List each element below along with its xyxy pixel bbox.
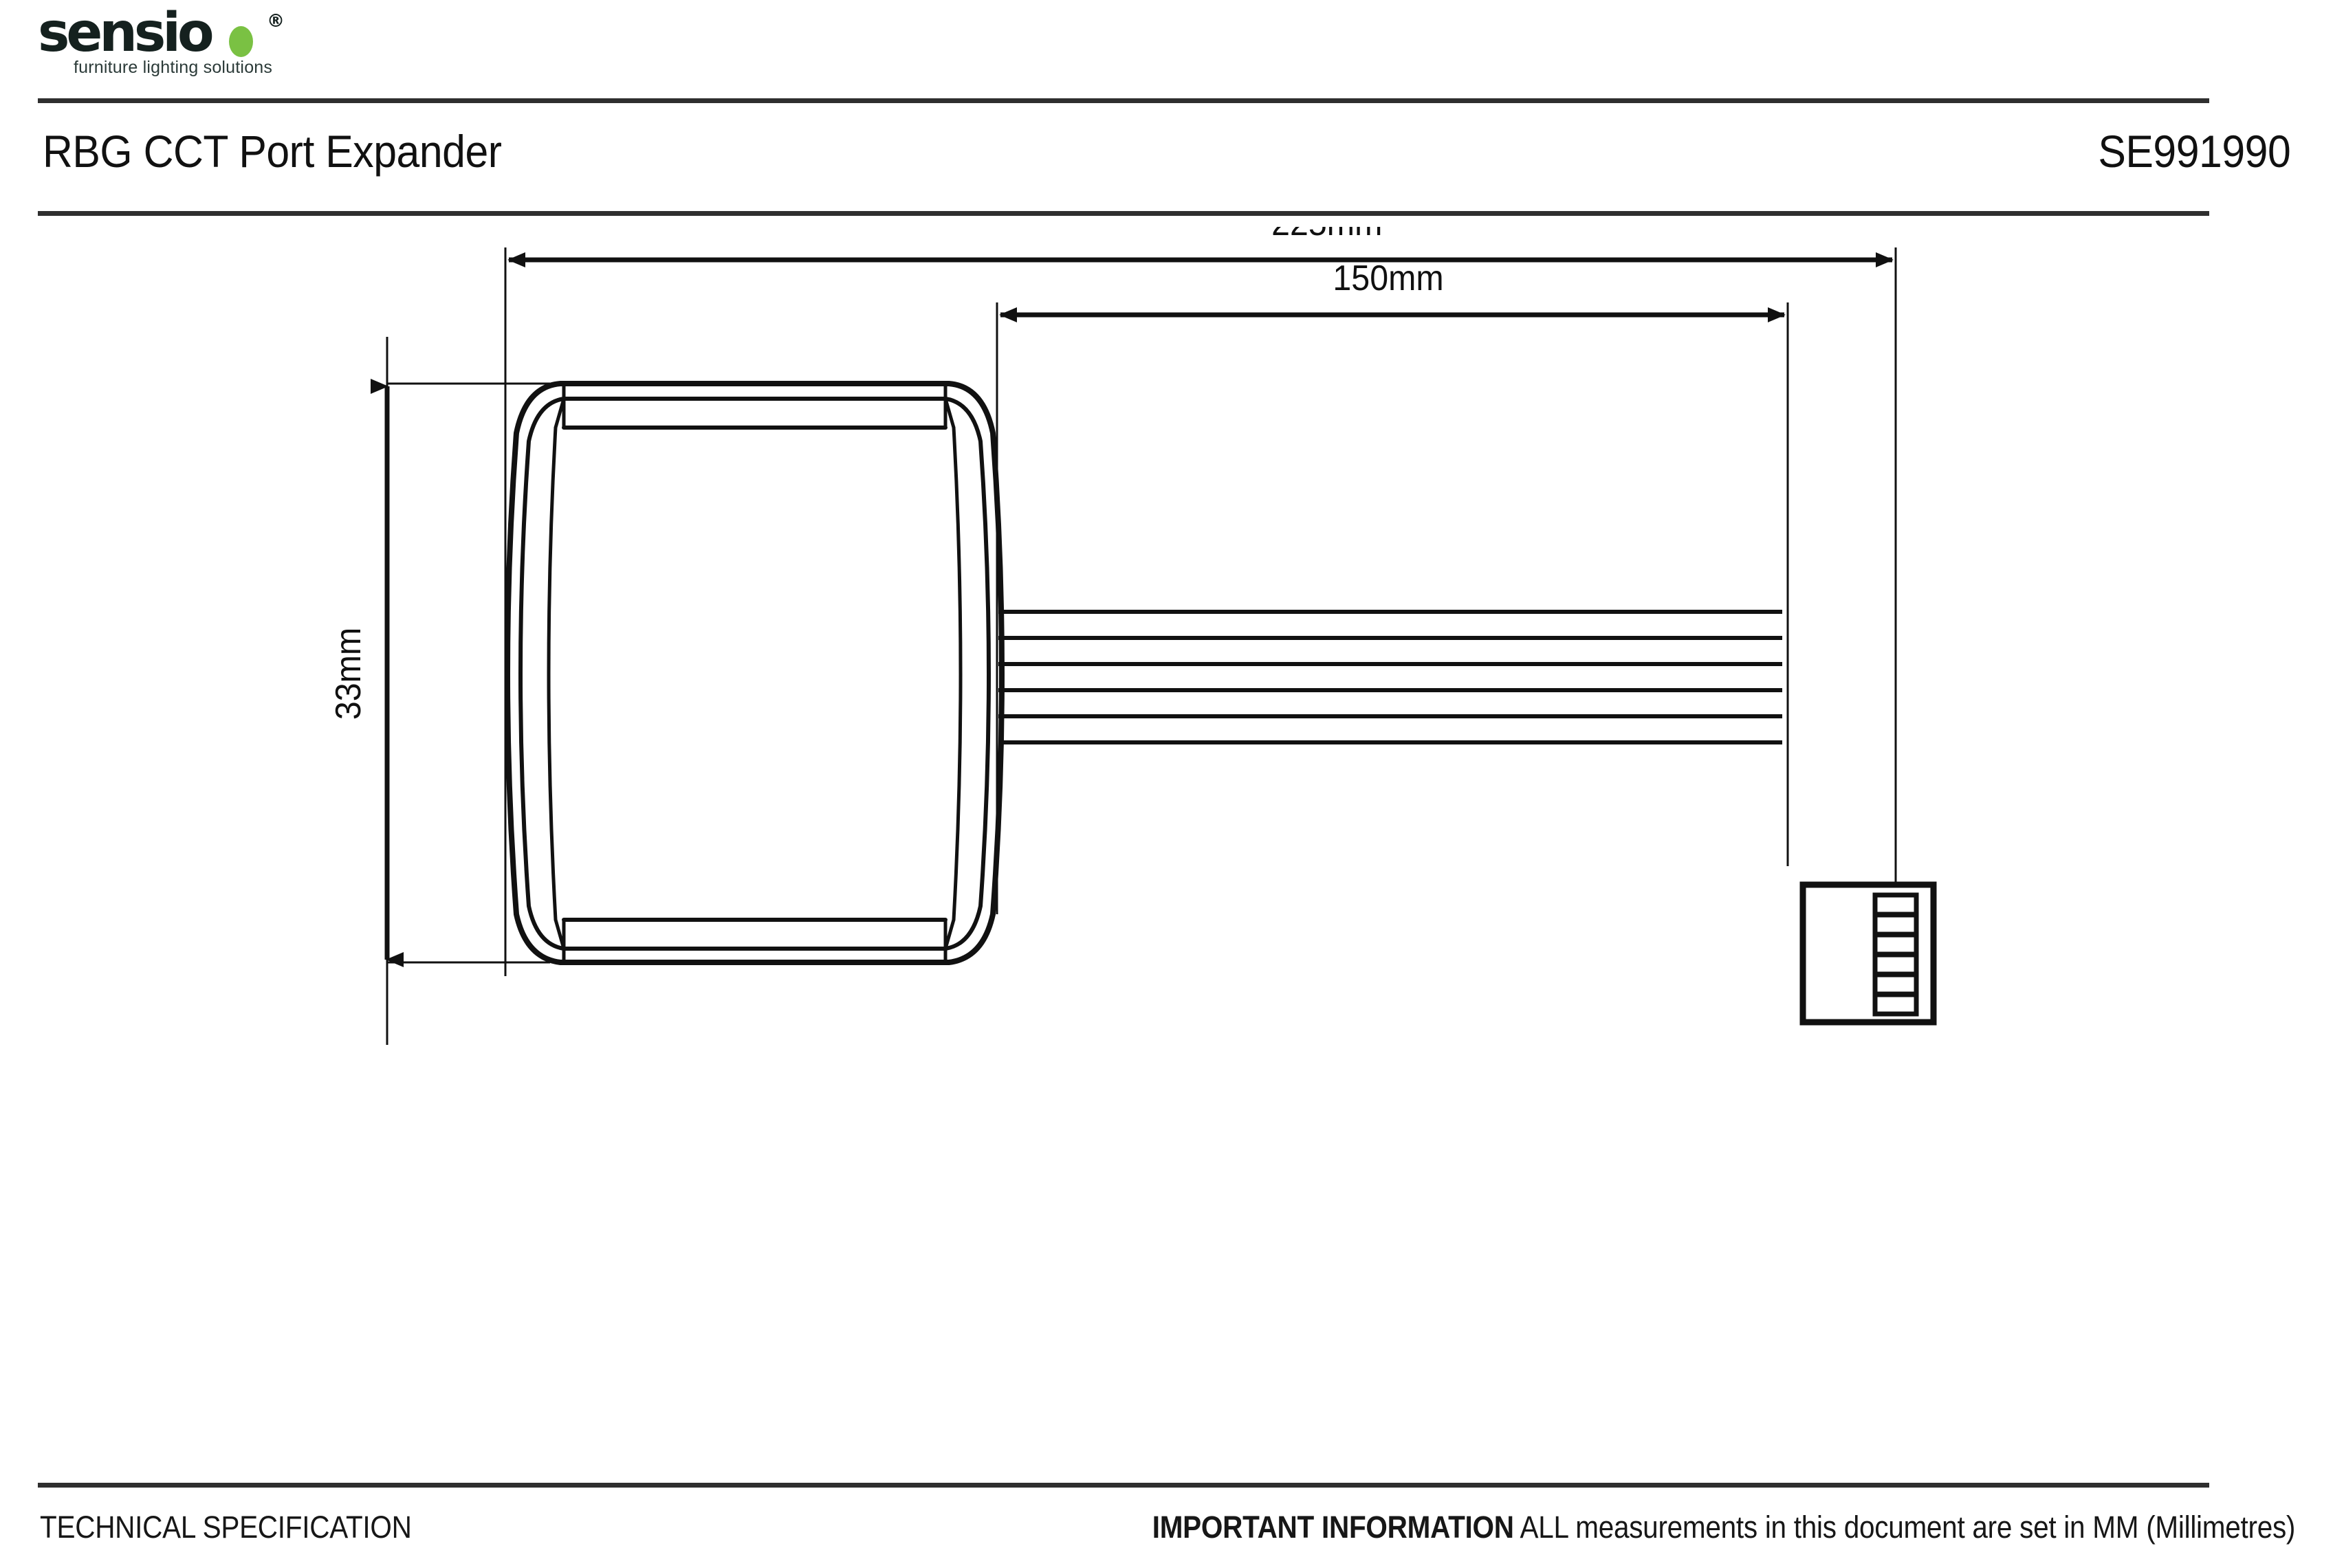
registered-trademark-icon: ® xyxy=(267,11,285,32)
body-inner-outline xyxy=(518,397,991,951)
connector-pin-1 xyxy=(1872,892,1919,917)
dimension-body-width: 33mm xyxy=(328,379,404,967)
connector-pin-4 xyxy=(1872,952,1919,977)
dimension-cable-length: 150mm xyxy=(999,258,1786,322)
body-right-face-line xyxy=(952,426,963,922)
dimension-label-body-width: 33mm xyxy=(328,628,368,720)
dimension-label-cable-length: 150mm xyxy=(1333,258,1443,298)
module-body xyxy=(505,381,1005,965)
footer-notice-heading: IMPORTANT INFORMATION xyxy=(1152,1510,1514,1545)
connector-pin-6 xyxy=(1872,992,1919,1017)
footer-doc-type: TECHNICAL SPECIFICATION xyxy=(40,1510,412,1545)
footer-divider xyxy=(38,1483,2209,1488)
connector-pin-3 xyxy=(1872,932,1919,957)
body-left-face-line xyxy=(547,426,558,922)
brand-dot-icon xyxy=(229,26,253,57)
brand-tagline: furniture lighting solutions xyxy=(74,58,273,77)
body-outer-outline xyxy=(505,381,1005,965)
page-title: RBG CCT Port Expander xyxy=(43,126,502,177)
brand-logo: sensio ® furniture lighting solutions xyxy=(38,5,327,88)
connector-block xyxy=(1799,881,1937,1026)
drawing-canvas: 225mm 150mm 33mm xyxy=(328,203,1937,1045)
ribbon-cable xyxy=(998,610,1782,744)
brand-wordmark: sensio xyxy=(38,2,215,64)
footer-notice: IMPORTANT INFORMATION ALL measurements i… xyxy=(1152,1510,2296,1545)
connector-pin-2 xyxy=(1872,912,1919,937)
footer-notice-body: ALL measurements in this document are se… xyxy=(1520,1510,2295,1545)
connector-pins xyxy=(1872,892,1919,1017)
extension-lines xyxy=(386,247,1897,1045)
connector-pin-5 xyxy=(1872,972,1919,997)
dimension-overall-length: 225mm xyxy=(507,203,1894,267)
header-divider-bottom xyxy=(38,211,2209,216)
technical-drawing: 225mm 150mm 33mm xyxy=(0,203,2333,1464)
product-code: SE991990 xyxy=(2098,126,2290,177)
header-divider-top xyxy=(38,98,2209,103)
dimension-label-overall-length: 225mm xyxy=(1271,227,1382,243)
